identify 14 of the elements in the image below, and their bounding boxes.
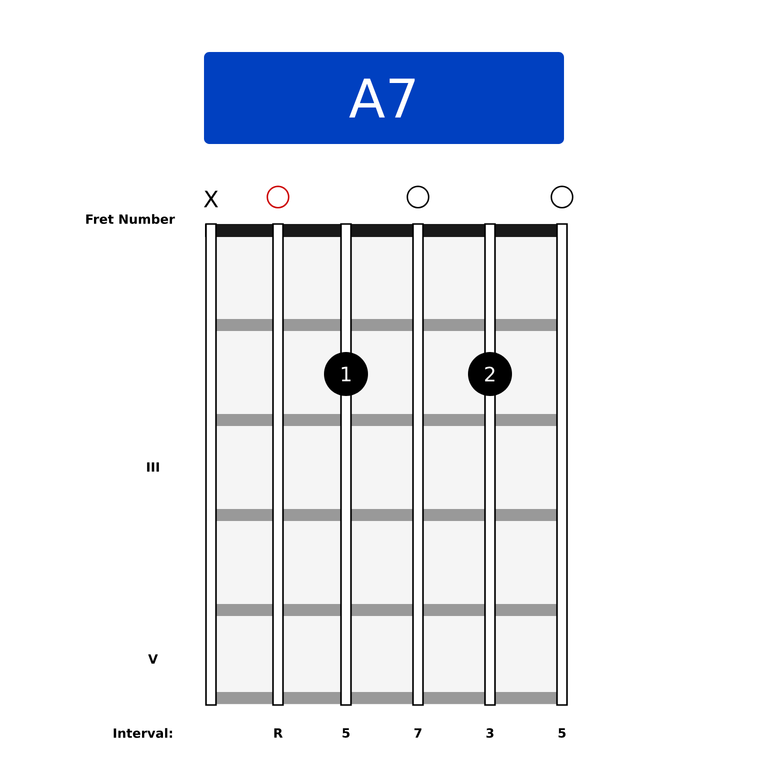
fret-number: III bbox=[147, 462, 159, 472]
open-string-circle bbox=[550, 186, 574, 208]
interval-label: 3 bbox=[486, 728, 494, 738]
open-string-circle bbox=[266, 186, 290, 208]
interval-label: 5 bbox=[558, 728, 566, 738]
interval-label: R bbox=[274, 728, 283, 738]
row-label: Interval: bbox=[114, 728, 172, 738]
fret-number: V bbox=[148, 654, 158, 664]
mute-mark: X bbox=[204, 190, 218, 208]
open-string-circle bbox=[406, 186, 430, 208]
row-label: Fret Number bbox=[86, 214, 175, 224]
interval-label: 7 bbox=[414, 728, 422, 738]
interval-label: 5 bbox=[342, 728, 350, 738]
title-banner: A7 bbox=[204, 52, 564, 144]
